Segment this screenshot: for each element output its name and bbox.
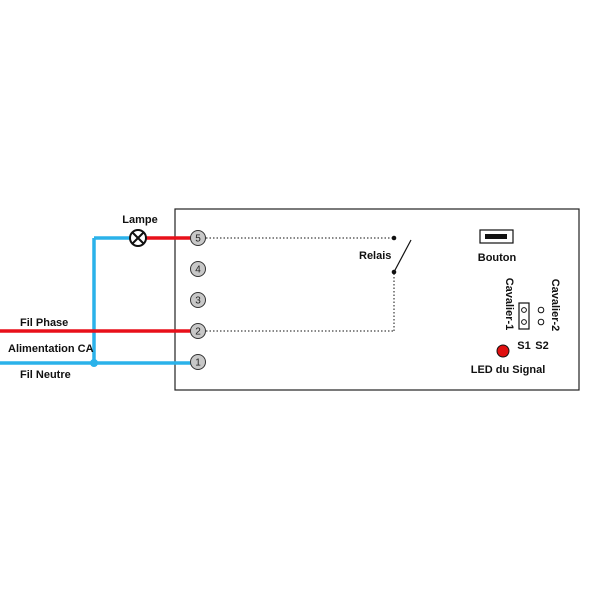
led-label: LED du Signal bbox=[471, 364, 546, 376]
lamp-icon bbox=[129, 229, 147, 247]
s2-label: S2 bbox=[535, 340, 548, 352]
terminal-label: 1 bbox=[195, 358, 201, 369]
module-box bbox=[174, 208, 580, 391]
terminal-2: 2 bbox=[190, 323, 206, 339]
terminal-5: 5 bbox=[190, 230, 206, 246]
terminal-label: 2 bbox=[195, 327, 201, 338]
button-icon[interactable] bbox=[479, 229, 514, 244]
jumper-1-label: Cavalier-1 bbox=[503, 278, 515, 331]
led-icon bbox=[496, 344, 510, 358]
terminal-label: 5 bbox=[195, 234, 201, 245]
relay-switch-icon bbox=[206, 237, 395, 332]
terminal-4: 4 bbox=[190, 261, 206, 277]
jumper-2-label: Cavalier-2 bbox=[549, 279, 561, 332]
neutral-junction bbox=[90, 359, 98, 367]
relay-lever bbox=[393, 239, 412, 273]
neutral-label: Fil Neutre bbox=[20, 369, 71, 381]
terminal-3: 3 bbox=[190, 292, 206, 308]
terminal-1: 1 bbox=[190, 354, 206, 370]
terminal-label: 3 bbox=[195, 296, 201, 307]
button-label: Bouton bbox=[478, 252, 517, 264]
terminal-label: 4 bbox=[195, 265, 201, 276]
relay-contact-top bbox=[391, 235, 397, 241]
jumper-icon[interactable] bbox=[518, 302, 530, 330]
lamp-label: Lampe bbox=[122, 214, 157, 226]
phase-wire bbox=[0, 236, 192, 333]
phase-label: Fil Phase bbox=[20, 317, 68, 329]
power-supply-label: Alimentation CA bbox=[8, 343, 94, 355]
s1-label: S1 bbox=[517, 340, 530, 352]
relay-label: Relais bbox=[359, 250, 391, 262]
jumper-2-pins[interactable] bbox=[537, 306, 545, 326]
